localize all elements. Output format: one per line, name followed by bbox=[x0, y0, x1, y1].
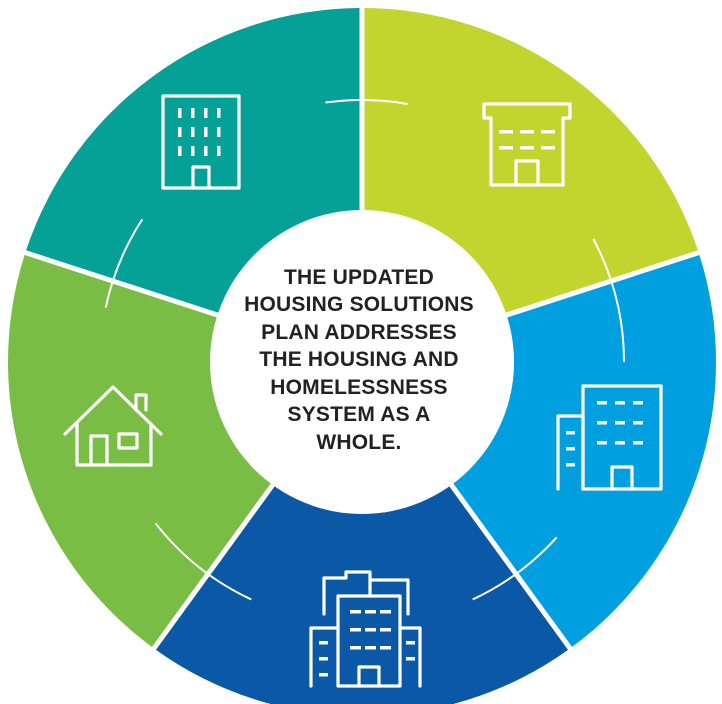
inner-ring-arc bbox=[472, 536, 558, 601]
inner-ring-arc bbox=[104, 218, 144, 308]
inner-ring-arc bbox=[154, 522, 252, 601]
office-buildings-icon bbox=[556, 384, 663, 491]
inner-ring-arc bbox=[592, 238, 625, 363]
city-buildings-icon bbox=[309, 570, 422, 688]
apartment-building-icon bbox=[482, 102, 572, 187]
center-circle bbox=[210, 210, 514, 514]
inner-ring-arc bbox=[325, 99, 408, 105]
wheel-segment-green bbox=[7, 254, 272, 647]
house-icon bbox=[63, 385, 163, 467]
tower-building-icon bbox=[161, 94, 241, 190]
